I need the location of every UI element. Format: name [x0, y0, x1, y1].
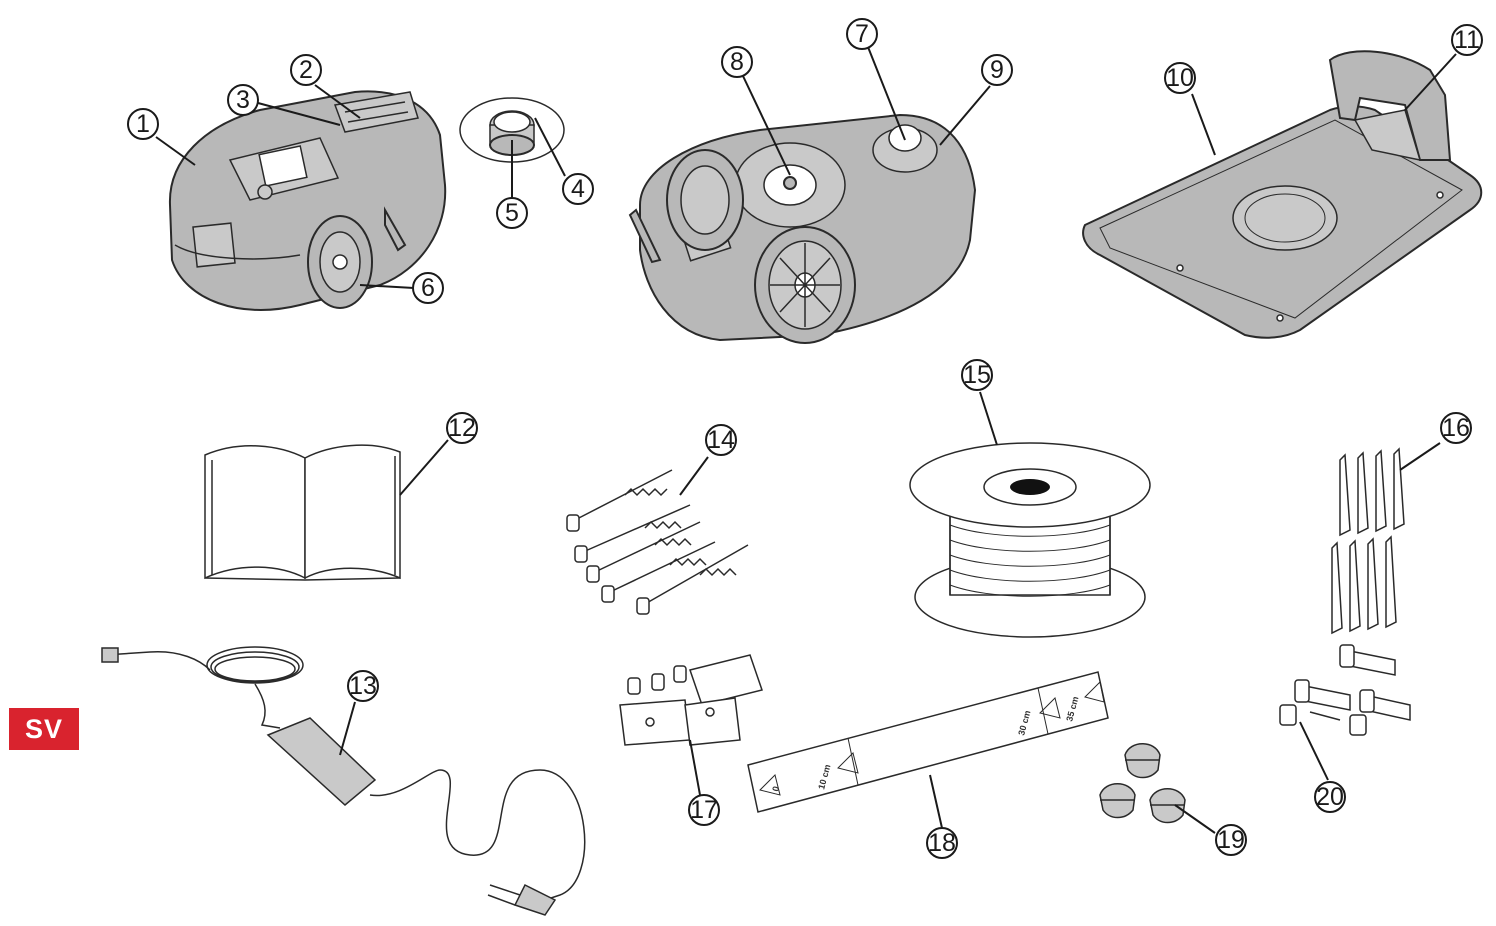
mower-bottom-illustration [628, 113, 977, 344]
callout-label: 18 [928, 829, 956, 857]
callout-circle [1314, 781, 1346, 813]
callout-18: 18 [926, 827, 958, 859]
callout-circle [688, 794, 720, 826]
callout-label: 5 [505, 199, 519, 227]
callout-circle [412, 272, 444, 304]
callout-label: 15 [963, 361, 991, 389]
callout-4: 4 [562, 173, 594, 205]
callout-10: 10 [1164, 62, 1196, 94]
callout-label: 13 [349, 672, 377, 700]
pegs-illustration [1331, 447, 1405, 635]
language-badge: SV [9, 708, 79, 750]
callout-7: 7 [846, 18, 878, 50]
callout-6: 6 [412, 272, 444, 304]
callout-label: 14 [707, 426, 735, 454]
callout-16: 16 [1440, 412, 1472, 444]
callout-circle [562, 173, 594, 205]
callout-label: 11 [1454, 26, 1480, 54]
callout-1: 1 [127, 108, 159, 140]
wire-joints-illustration [1099, 743, 1186, 824]
callout-circle [705, 424, 737, 456]
callout-circle [846, 18, 878, 50]
callout-14: 14 [705, 424, 737, 456]
manual-illustration [204, 444, 401, 581]
callout-2: 2 [290, 54, 322, 86]
screws-illustration [566, 469, 749, 615]
callout-circle [496, 197, 528, 229]
mower-top-illustration [168, 90, 447, 311]
callout-label: 6 [421, 274, 435, 302]
callout-circle [1451, 24, 1483, 56]
callout-20: 20 [1314, 781, 1346, 813]
callout-11: 11 [1451, 24, 1483, 56]
callout-circle [1164, 62, 1196, 94]
callout-circle [1215, 824, 1247, 856]
callout-circle [290, 54, 322, 86]
callout-circle [721, 46, 753, 78]
callout-13: 13 [347, 670, 379, 702]
callout-9: 9 [981, 54, 1013, 86]
callout-label: 20 [1316, 783, 1344, 811]
callout-circle [1440, 412, 1472, 444]
callout-label: 19 [1217, 826, 1245, 854]
callout-circle [981, 54, 1013, 86]
callout-circle [446, 412, 478, 444]
callout-3: 3 [227, 84, 259, 116]
callout-label: 10 [1166, 64, 1194, 92]
callout-circle [227, 84, 259, 116]
callout-circle [961, 359, 993, 391]
callout-label: 12 [448, 414, 476, 442]
ruler-mark-0: 0 [770, 785, 781, 792]
charging-station-illustration [1082, 50, 1483, 339]
callout-label: 8 [730, 48, 744, 76]
callout-circle [926, 827, 958, 859]
distance-ruler-illustration: 0 10 cm 30 cm 35 cm [747, 671, 1109, 813]
callout-label: 1 [136, 110, 150, 138]
callout-label: 7 [855, 20, 869, 48]
callout-15: 15 [961, 359, 993, 391]
callout-12: 12 [446, 412, 478, 444]
wire-spool-illustration [909, 442, 1151, 638]
callout-circle [347, 670, 379, 702]
callout-label: 17 [690, 796, 718, 824]
callout-5: 5 [496, 197, 528, 229]
callout-label: 4 [571, 175, 585, 203]
callout-label: 3 [236, 86, 250, 114]
callout-19: 19 [1215, 824, 1247, 856]
leader-lines [155, 46, 1457, 834]
connectors-illustration [1279, 644, 1411, 736]
callout-label: 9 [990, 56, 1004, 84]
callout-label: 16 [1442, 414, 1470, 442]
callout-17: 17 [688, 794, 720, 826]
blades-illustration [619, 654, 763, 746]
callout-circle [127, 108, 159, 140]
power-supply-illustration [101, 646, 586, 916]
callout-8: 8 [721, 46, 753, 78]
stop-button-detail [459, 97, 565, 163]
callout-label: 2 [299, 56, 313, 84]
